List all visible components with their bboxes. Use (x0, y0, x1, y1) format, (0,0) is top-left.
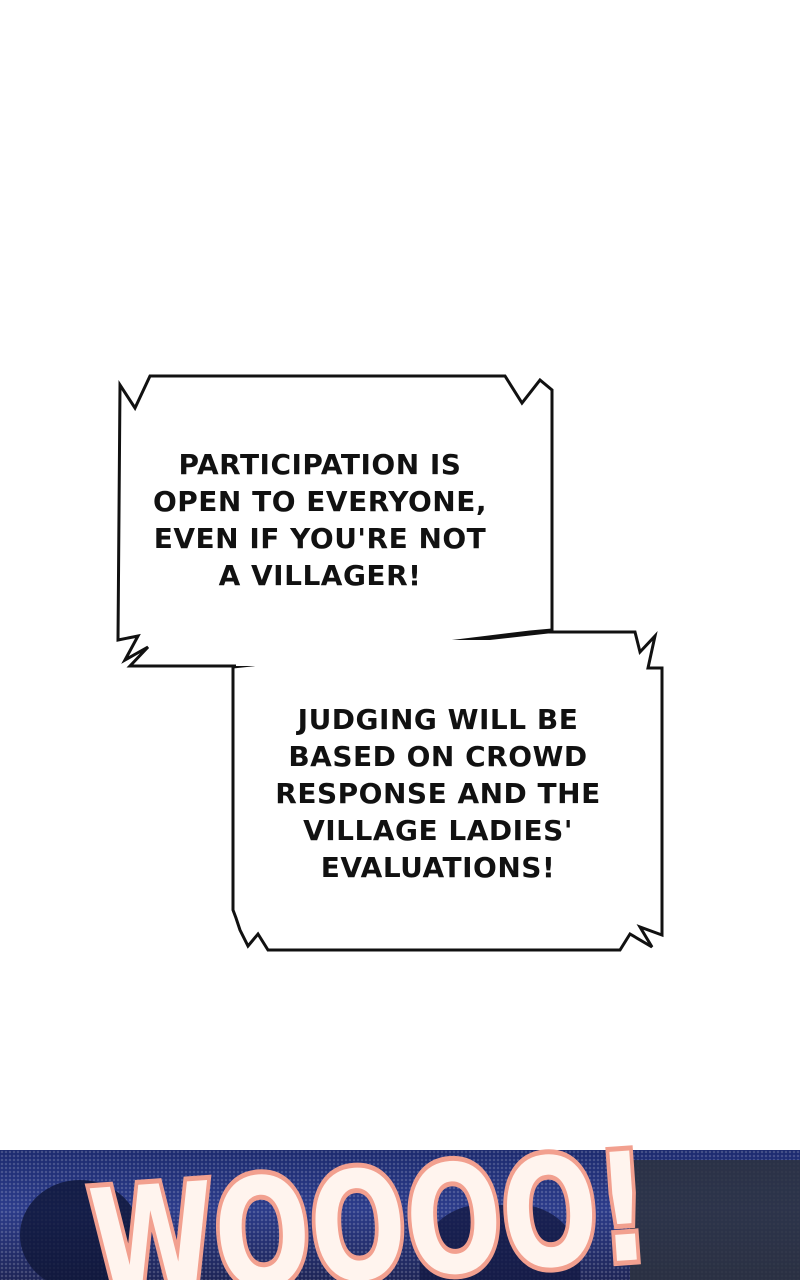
speech-line: A VILLAGER! (218, 559, 422, 592)
sound-effect: WOOOO! (79, 1116, 660, 1280)
speech-line: EVALUATIONS! (320, 851, 556, 884)
speech-line: OPEN TO EVERYONE, (152, 485, 487, 518)
crowd-scene (0, 1150, 800, 1280)
speech-line: BASED ON CROWD (288, 740, 588, 773)
speech-line: RESPONSE AND THE (275, 777, 601, 810)
speech-line: JUDGING WILL BE (297, 703, 579, 736)
speech-line: VILLAGE LADIES' (303, 814, 573, 847)
speech-box-2 (231, 630, 664, 952)
speech-line: EVEN IF YOU'RE NOT (153, 522, 487, 555)
speech-line: PARTICIPATION IS (178, 448, 462, 481)
speech-text-2: JUDGING WILL BE BASED ON CROWD RESPONSE … (268, 701, 608, 886)
speech-box-1 (116, 374, 554, 668)
speech-text-1: PARTICIPATION IS OPEN TO EVERYONE, EVEN … (150, 446, 490, 594)
sound-effect-text: WOOOO! (84, 1121, 655, 1280)
